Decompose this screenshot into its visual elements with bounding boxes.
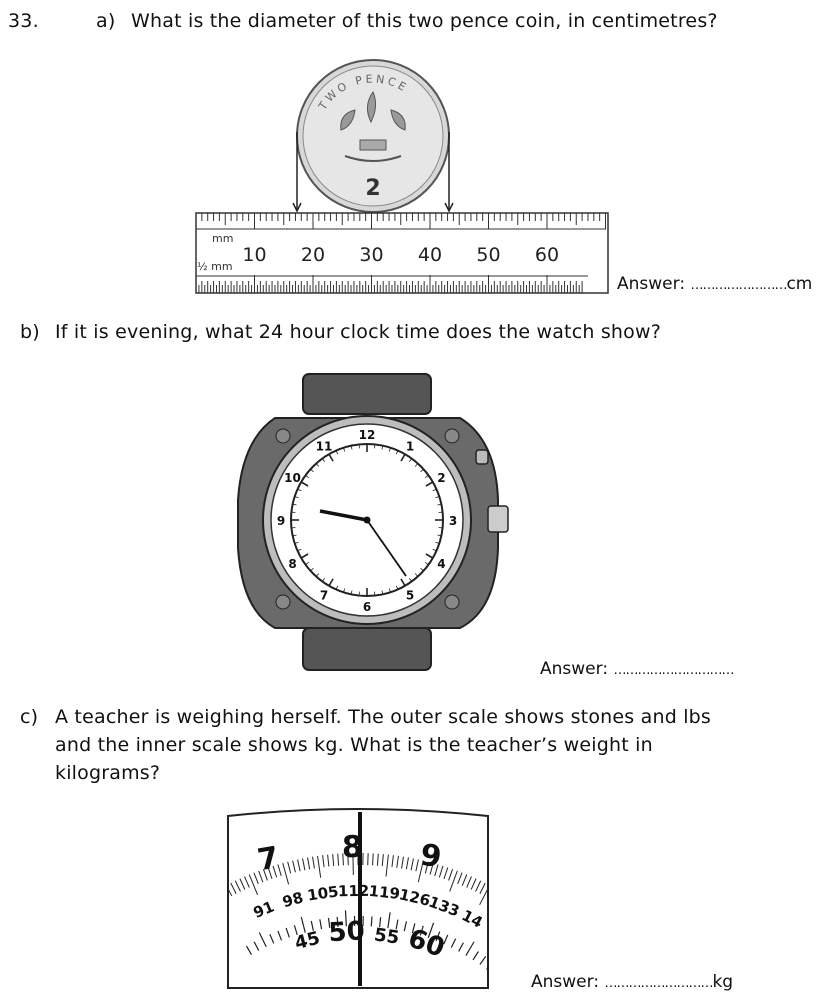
ruler-number: 30 — [359, 244, 383, 266]
watch-number: 8 — [288, 557, 296, 571]
watch-number: 11 — [316, 440, 333, 454]
ruler-mm-label: mm — [212, 232, 233, 245]
scale-lbs-label: 105 — [306, 882, 340, 904]
answer-b-label: Answer: — [540, 659, 609, 679]
scale-lbs-label: 112 — [338, 882, 370, 901]
hour-hand — [319, 509, 368, 522]
ruler-half-mm-label: ½ mm — [197, 260, 233, 273]
answer-b-blank[interactable]: ………………………… — [613, 663, 734, 678]
watch-number: 6 — [363, 600, 371, 614]
watch-number: 4 — [437, 557, 445, 571]
part-b-answer: Answer: ………………………… — [540, 659, 734, 679]
part-a-label: a) — [96, 10, 116, 32]
watch-number: 12 — [359, 428, 376, 442]
two-pence-coin: 2 TWO PENCE — [296, 59, 450, 213]
answer-c-unit: kg — [712, 972, 734, 992]
part-b-question: If it is evening, what 24 hour clock tim… — [55, 321, 662, 343]
watch-number: 2 — [437, 471, 445, 485]
watch-strap-bottom — [302, 627, 432, 671]
answer-a-unit: cm — [786, 274, 813, 294]
question-number: 33. — [8, 10, 39, 32]
scale-kg-label: 55 — [373, 924, 401, 948]
scale-stone-label: 9 — [418, 837, 444, 875]
watch-number: 3 — [449, 514, 457, 528]
answer-c-blank[interactable]: ……………………… — [604, 976, 713, 991]
part-c-answer: Answer: ………………………kg — [531, 972, 733, 992]
ruler-number: 60 — [535, 244, 559, 266]
answer-a-blank[interactable]: …………………… — [690, 278, 787, 293]
watch-number: 1 — [406, 440, 414, 454]
watch-number: 5 — [406, 588, 414, 602]
part-c-line-3: kilograms? — [55, 762, 161, 784]
ruler-number: 10 — [242, 244, 266, 266]
part-a-question: What is the diameter of this two pence c… — [131, 10, 718, 32]
watch-pusher — [475, 449, 489, 465]
part-a-answer: Answer: ……………………cm — [617, 274, 812, 294]
ruler-number: 40 — [418, 244, 442, 266]
part-b-label: b) — [20, 321, 40, 343]
scale-lbs-label: 119 — [368, 882, 401, 903]
ruler-number: 20 — [301, 244, 325, 266]
scale-lbs-label: 98 — [280, 888, 305, 911]
watch-number: 9 — [277, 514, 285, 528]
ruler-number: 50 — [476, 244, 500, 266]
watch-strap-top — [302, 373, 432, 415]
ruler: mm ½ mm 10 20 30 40 50 60 — [195, 212, 609, 294]
watch-number: 10 — [284, 471, 301, 485]
scale-stone-label: 8 — [342, 830, 363, 865]
answer-c-label: Answer: — [531, 972, 600, 992]
part-c-line-2: and the inner scale shows kg. What is th… — [55, 734, 653, 756]
part-c-line-1: A teacher is weighing herself. The outer… — [55, 706, 712, 728]
watch-crown — [487, 505, 509, 533]
answer-a-label: Answer: — [617, 274, 686, 294]
minute-hand — [366, 519, 407, 577]
coin-ruler-figure: 2 TWO PENCE mm ½ mm 10 20 30 40 50 60 — [195, 59, 609, 294]
coin-value: 2 — [365, 176, 380, 201]
watch-number: 7 — [320, 588, 328, 602]
part-c-label: c) — [20, 706, 39, 728]
